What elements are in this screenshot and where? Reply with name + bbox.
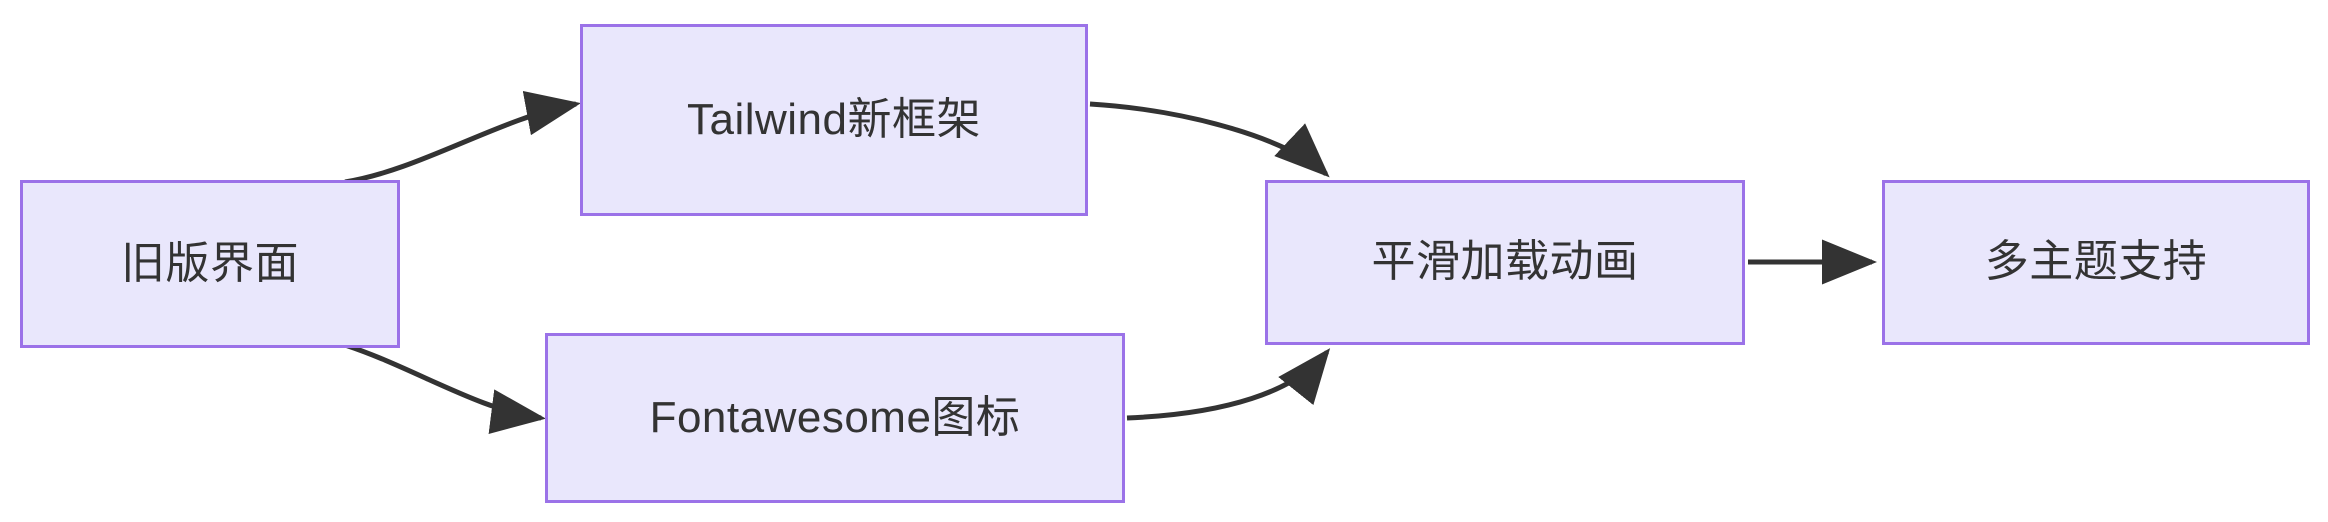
node-label: Fontawesome图标 <box>649 392 1021 442</box>
node-label: 平滑加载动画 <box>1371 237 1639 287</box>
edge-tailwind-to-animation <box>1089 101 1330 178</box>
node-legacy-ui[interactable]: 旧版界面 <box>20 180 400 348</box>
edge-legacy-to-tailwind <box>344 90 581 185</box>
node-fontawesome-icons[interactable]: Fontawesome图标 <box>545 333 1125 503</box>
node-label: 多主题支持 <box>1984 237 2208 287</box>
edge-fontawesome-to-animation <box>1126 348 1331 421</box>
node-smooth-loading-animation[interactable]: 平滑加载动画 <box>1265 180 1745 345</box>
node-multi-theme-support[interactable]: 多主题支持 <box>1882 180 2310 345</box>
node-label: 旧版界面 <box>121 238 299 288</box>
edge-legacy-to-fontawesome <box>344 342 546 434</box>
node-tailwind-framework[interactable]: Tailwind新框架 <box>580 24 1088 216</box>
node-label: Tailwind新框架 <box>686 94 981 144</box>
